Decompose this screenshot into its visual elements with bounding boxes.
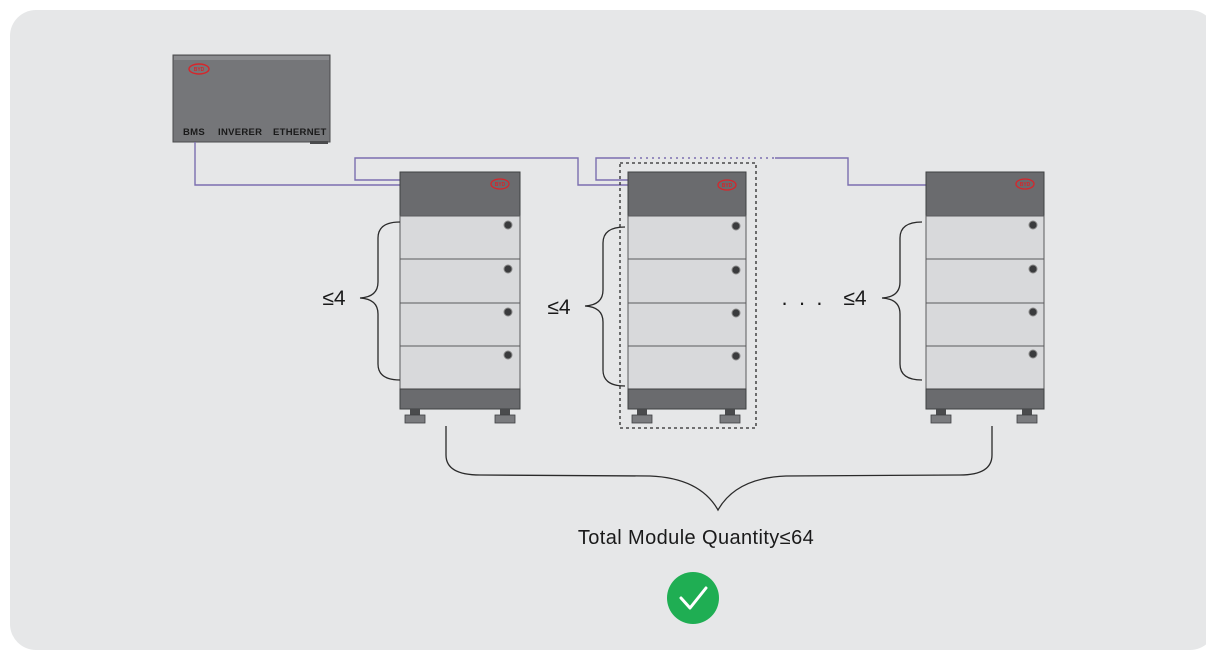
tower-3-logo-text: BYD (1020, 182, 1031, 188)
port-label-inverter: INVERER (218, 127, 262, 138)
battery-module (627, 258, 747, 304)
battery-module (399, 258, 521, 304)
module-limit-label-2: ≤4 (547, 296, 571, 319)
port-label-bms: BMS (183, 127, 205, 138)
battery-module (925, 215, 1045, 260)
module-limit-label-3: ≤4 (843, 287, 867, 310)
tower-3-logo (1015, 178, 1035, 190)
battery-module (399, 215, 521, 260)
battery-tower-3: BYD (925, 171, 1045, 424)
battery-module (627, 215, 747, 260)
module-limit-label-1: ≤4 (322, 287, 346, 310)
battery-tower-2: BYD (627, 171, 747, 424)
battery-module (399, 345, 521, 390)
tower-1-logo (490, 178, 510, 190)
battery-module (925, 302, 1045, 347)
communication-cables (194, 142, 927, 186)
port-label-ethernet: ETHERNET (273, 127, 327, 138)
battery-module (925, 345, 1045, 390)
total-module-quantity-label: Total Module Quantity≤64 (578, 527, 814, 549)
cable-tower-1-loop (354, 157, 628, 186)
bms-logo-text: BYD (194, 67, 205, 73)
battery-tower-1: BYD (399, 171, 521, 424)
battery-module (627, 302, 747, 347)
cable-bms-to-tower-1 (194, 142, 400, 186)
tower-1-logo-text: BYD (495, 182, 506, 188)
cable-tower-2-loop (595, 157, 628, 181)
brace-tower-2 (584, 226, 626, 387)
tower-2-logo-text: BYD (722, 183, 733, 189)
total-brace (445, 426, 993, 512)
battery-module (925, 258, 1045, 304)
more-towers-ellipsis: · · · (781, 290, 825, 315)
battery-module (399, 302, 521, 347)
bms-logo: BYD (188, 63, 210, 75)
brace-tower-3 (881, 221, 923, 381)
cable-to-tower-3 (775, 157, 927, 186)
brace-tower-1 (359, 221, 401, 381)
tower-2-highlight-box (619, 162, 757, 429)
battery-module (627, 345, 747, 390)
bms-unit: BYD BMS INVERER ETHERNET (172, 54, 331, 144)
check-icon (667, 572, 719, 624)
tower-2-logo (717, 179, 737, 191)
